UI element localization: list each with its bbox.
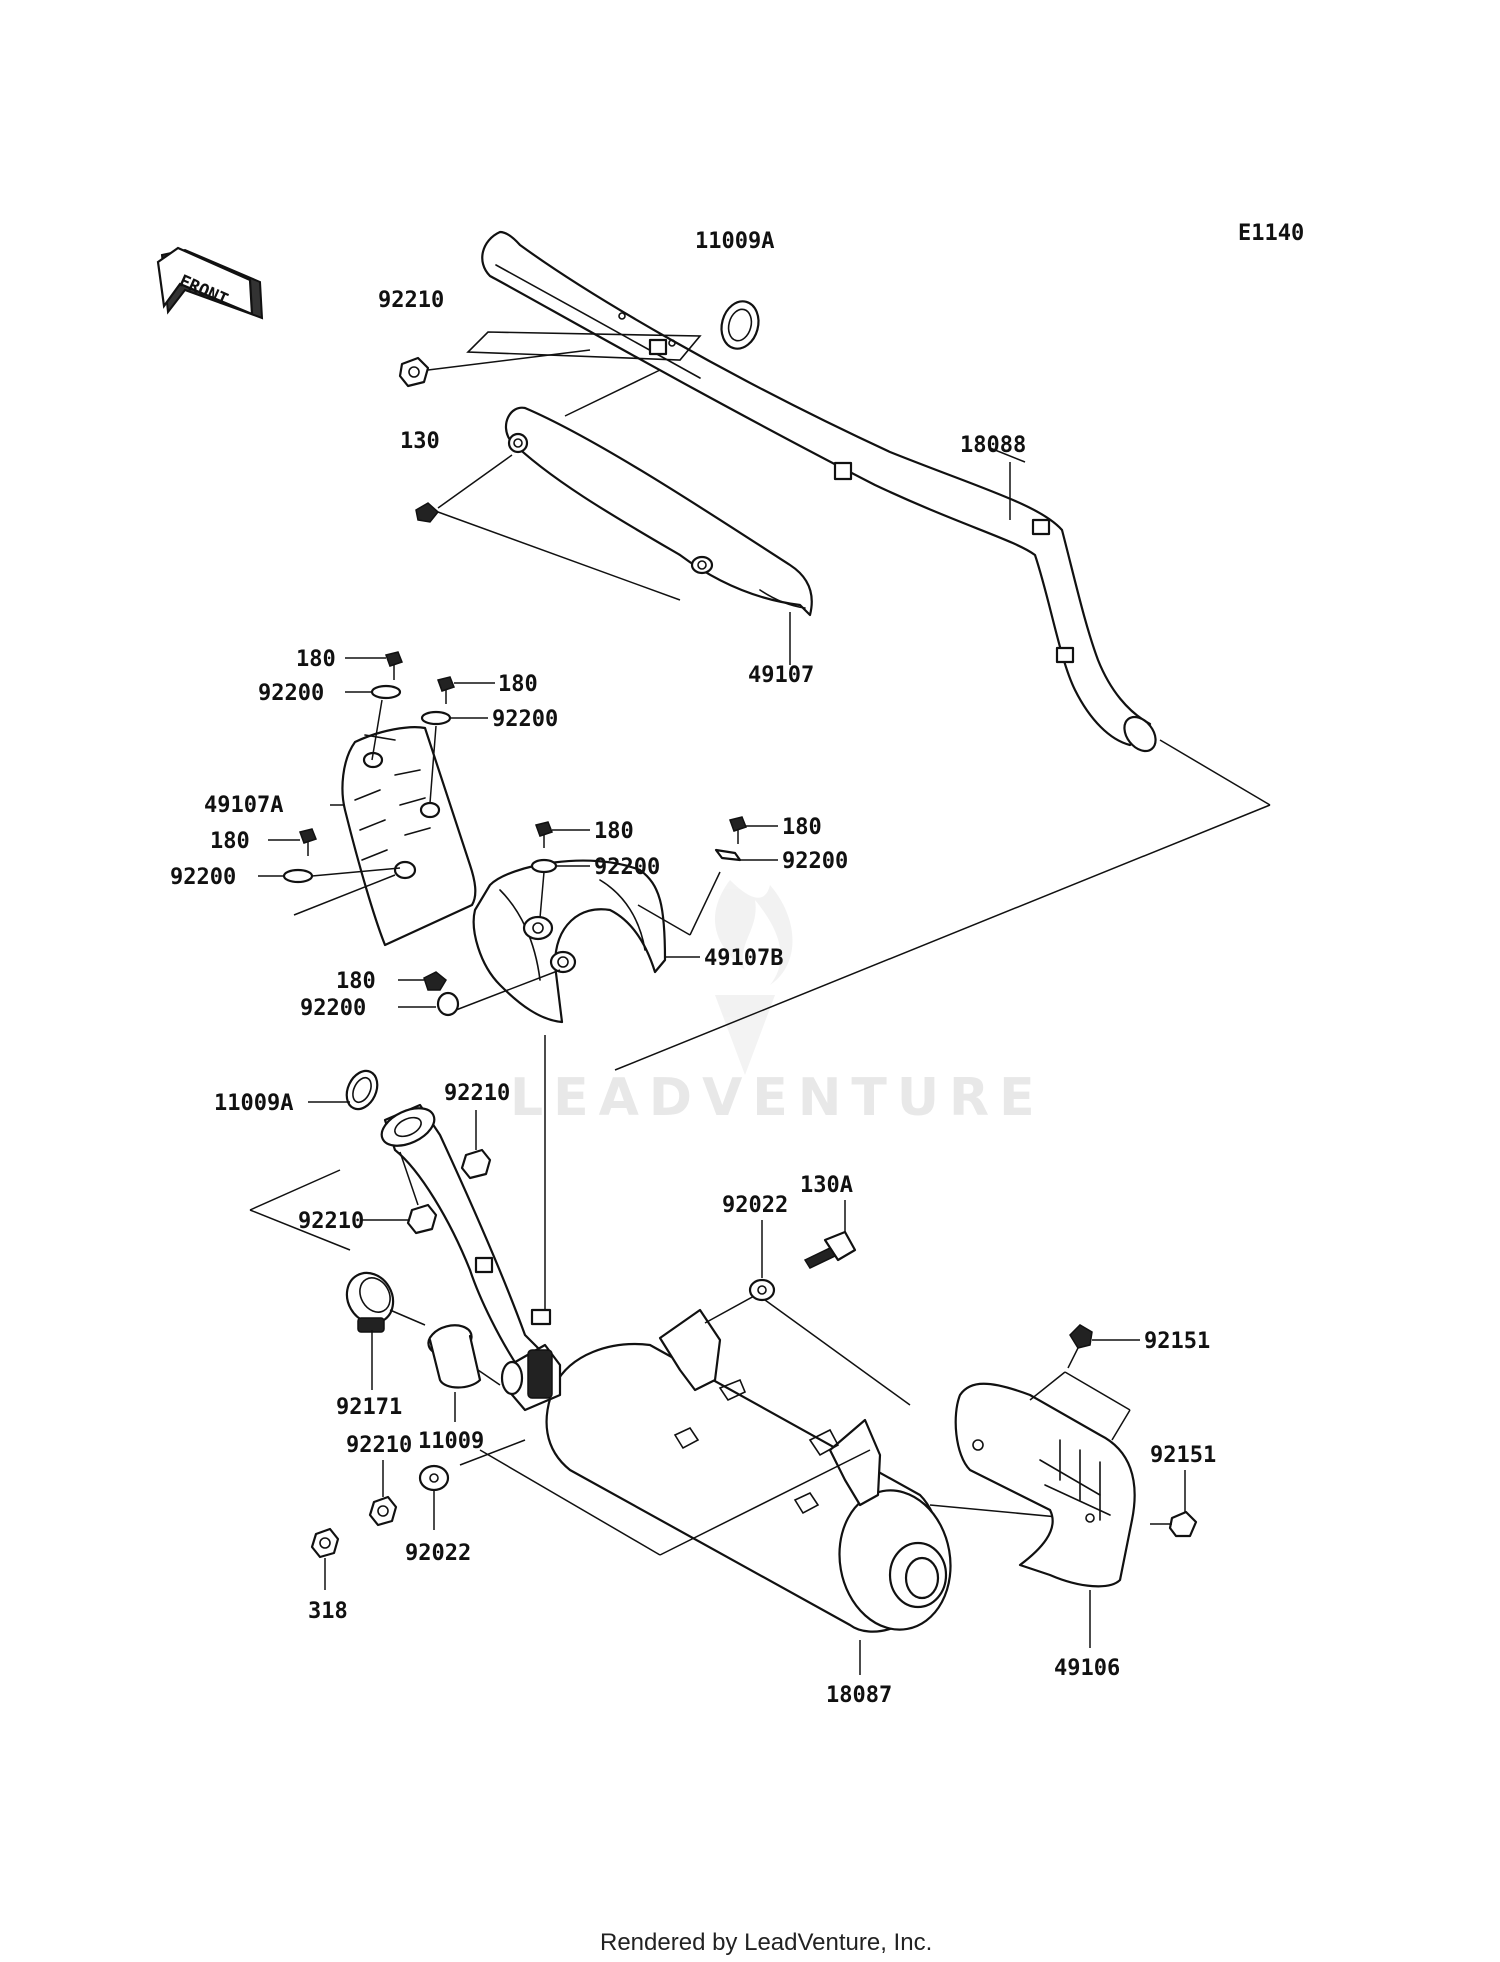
callout-180-f: 180 xyxy=(336,969,376,994)
exhaust-pipe-upper xyxy=(466,230,1157,753)
nut-92210-top xyxy=(398,349,591,388)
callout-180-e: 180 xyxy=(782,815,822,840)
collar-11009 xyxy=(427,1324,501,1422)
callout-92210-mid: 92210 xyxy=(444,1081,510,1106)
callout-130a: 130A xyxy=(800,1173,853,1198)
watermark-logo-icon xyxy=(714,880,793,1075)
callout-318: 318 xyxy=(308,1599,348,1624)
bolt-180-a xyxy=(345,651,403,680)
callout-92200-f: 92200 xyxy=(300,996,366,1021)
muffler-18087 xyxy=(500,1308,952,1675)
callout-92022-low: 92022 xyxy=(405,1541,471,1566)
heat-guard-49107b xyxy=(472,859,667,1024)
callout-92022-top: 92022 xyxy=(722,1193,788,1218)
bolt-180-b xyxy=(437,676,495,704)
callout-11009a-mid: 11009A xyxy=(214,1091,293,1116)
gasket-11009a-top xyxy=(720,300,760,350)
heat-guard-49107a xyxy=(341,726,477,947)
callout-92200-d: 92200 xyxy=(594,855,660,880)
bolt-92151-right xyxy=(1150,1470,1198,1538)
bolt-130a xyxy=(803,1200,857,1269)
nut-92210-low xyxy=(368,1460,398,1527)
gasket-11009a-mid xyxy=(308,1069,379,1111)
diagram-code: E1140 xyxy=(1238,221,1304,246)
exhaust-pipe-lower xyxy=(380,1103,552,1372)
callout-180-b: 180 xyxy=(498,672,538,697)
washer-92022-low xyxy=(418,1464,450,1530)
nut-318 xyxy=(310,1527,340,1590)
nut-92210-left xyxy=(360,1151,438,1235)
washer-92200-d xyxy=(530,858,558,874)
bolt-92151-top xyxy=(1029,1324,1140,1441)
callout-49107b: 49107B xyxy=(704,946,783,971)
washer-92022-top xyxy=(748,1220,776,1302)
bolt-130 xyxy=(415,454,681,601)
washer-92200-f xyxy=(436,991,460,1017)
washer-92200-e xyxy=(714,848,742,862)
callout-92151-right: 92151 xyxy=(1150,1443,1216,1468)
nut-92210-mid xyxy=(460,1110,492,1180)
callout-180-a: 180 xyxy=(296,647,336,672)
callout-49106: 49106 xyxy=(1054,1656,1120,1681)
heat-guard-49107 xyxy=(504,406,813,617)
washer-92200-b xyxy=(420,710,452,726)
clamp-92171 xyxy=(345,1271,426,1390)
front-arrow-icon: FRONT xyxy=(156,246,264,320)
callout-18088: 18088 xyxy=(960,433,1026,458)
callout-49107: 49107 xyxy=(748,663,814,688)
watermark-text: LEADVENTURE xyxy=(510,1068,1045,1128)
callout-92210-top: 92210 xyxy=(378,288,444,313)
callout-92151-top: 92151 xyxy=(1144,1329,1210,1354)
bolt-180-d xyxy=(535,821,590,848)
washer-92200-a xyxy=(370,684,402,700)
callout-92171: 92171 xyxy=(336,1395,402,1420)
washer-92200-c xyxy=(282,868,314,884)
callout-92200-c: 92200 xyxy=(170,865,236,890)
bolt-180-c xyxy=(268,828,317,856)
bolt-180-e xyxy=(729,816,778,844)
callout-180-d: 180 xyxy=(594,819,634,844)
callout-92200-b: 92200 xyxy=(492,707,558,732)
callout-92200-a: 92200 xyxy=(258,681,324,706)
callout-49107a: 49107A xyxy=(204,793,283,818)
callout-18087: 18087 xyxy=(826,1683,892,1708)
callout-92200-e: 92200 xyxy=(782,849,848,874)
callout-11009a-top: 11009A xyxy=(695,229,774,254)
bolt-180-f xyxy=(398,971,447,991)
footer-credit: Rendered by LeadVenture, Inc. xyxy=(600,1929,932,1956)
callout-92210-left: 92210 xyxy=(298,1209,364,1234)
callout-180-c: 180 xyxy=(210,829,250,854)
callout-labels: 11009A 92210 130 18088 49107 180 92200 1… xyxy=(170,229,1216,1708)
heat-guard-49106 xyxy=(954,1382,1136,1648)
callout-11009: 11009 xyxy=(418,1429,484,1454)
callout-130: 130 xyxy=(400,429,440,454)
callout-92210-low: 92210 xyxy=(346,1433,412,1458)
